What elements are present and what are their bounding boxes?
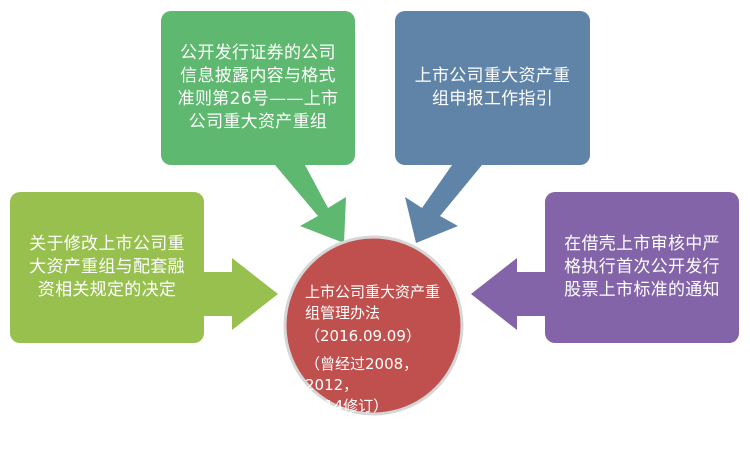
box-backdoor-listing-notice-text: 在借壳上市审核中严 格执行首次公开发行 股票上市标准的通知 xyxy=(564,234,720,300)
center-revision-note: （曾经过2008，2012， 2014修订） xyxy=(305,355,419,415)
box-disclosure-standard-26-text: 公开发行证券的公司 信息披露内容与格式 准则第26号——上市 公司重大资产重组 xyxy=(177,43,339,132)
arrow-left xyxy=(204,258,278,330)
box-backdoor-listing-notice: 在借壳上市审核中严 格执行首次公开发行 股票上市标准的通知 xyxy=(545,192,739,343)
box-filing-guideline-text: 上市公司重大资产重 组申报工作指引 xyxy=(414,66,571,109)
center-circle xyxy=(283,235,464,416)
box-disclosure-standard-26: 公开发行证券的公司 信息披露内容与格式 准则第26号——上市 公司重大资产重组 xyxy=(161,11,355,165)
box-amendment-decision: 关于修改上市公司重 大资产重组与配套融 资相关规定的决定 xyxy=(10,192,204,343)
box-amendment-decision-text: 关于修改上市公司重 大资产重组与配套融 资相关规定的决定 xyxy=(29,234,185,300)
center-date: （2016.09.09） xyxy=(305,327,421,345)
arrow-top-right xyxy=(405,165,482,243)
center-measures-text: 上市公司重大资产重 组管理办法 （2016.09.09） （曾经过2008，20… xyxy=(285,237,462,415)
arrow-top-left xyxy=(275,165,346,243)
box-filing-guideline: 上市公司重大资产重 组申报工作指引 xyxy=(395,11,590,165)
arrow-right xyxy=(471,258,545,330)
center-title: 上市公司重大资产重 组管理办法 xyxy=(305,283,441,322)
